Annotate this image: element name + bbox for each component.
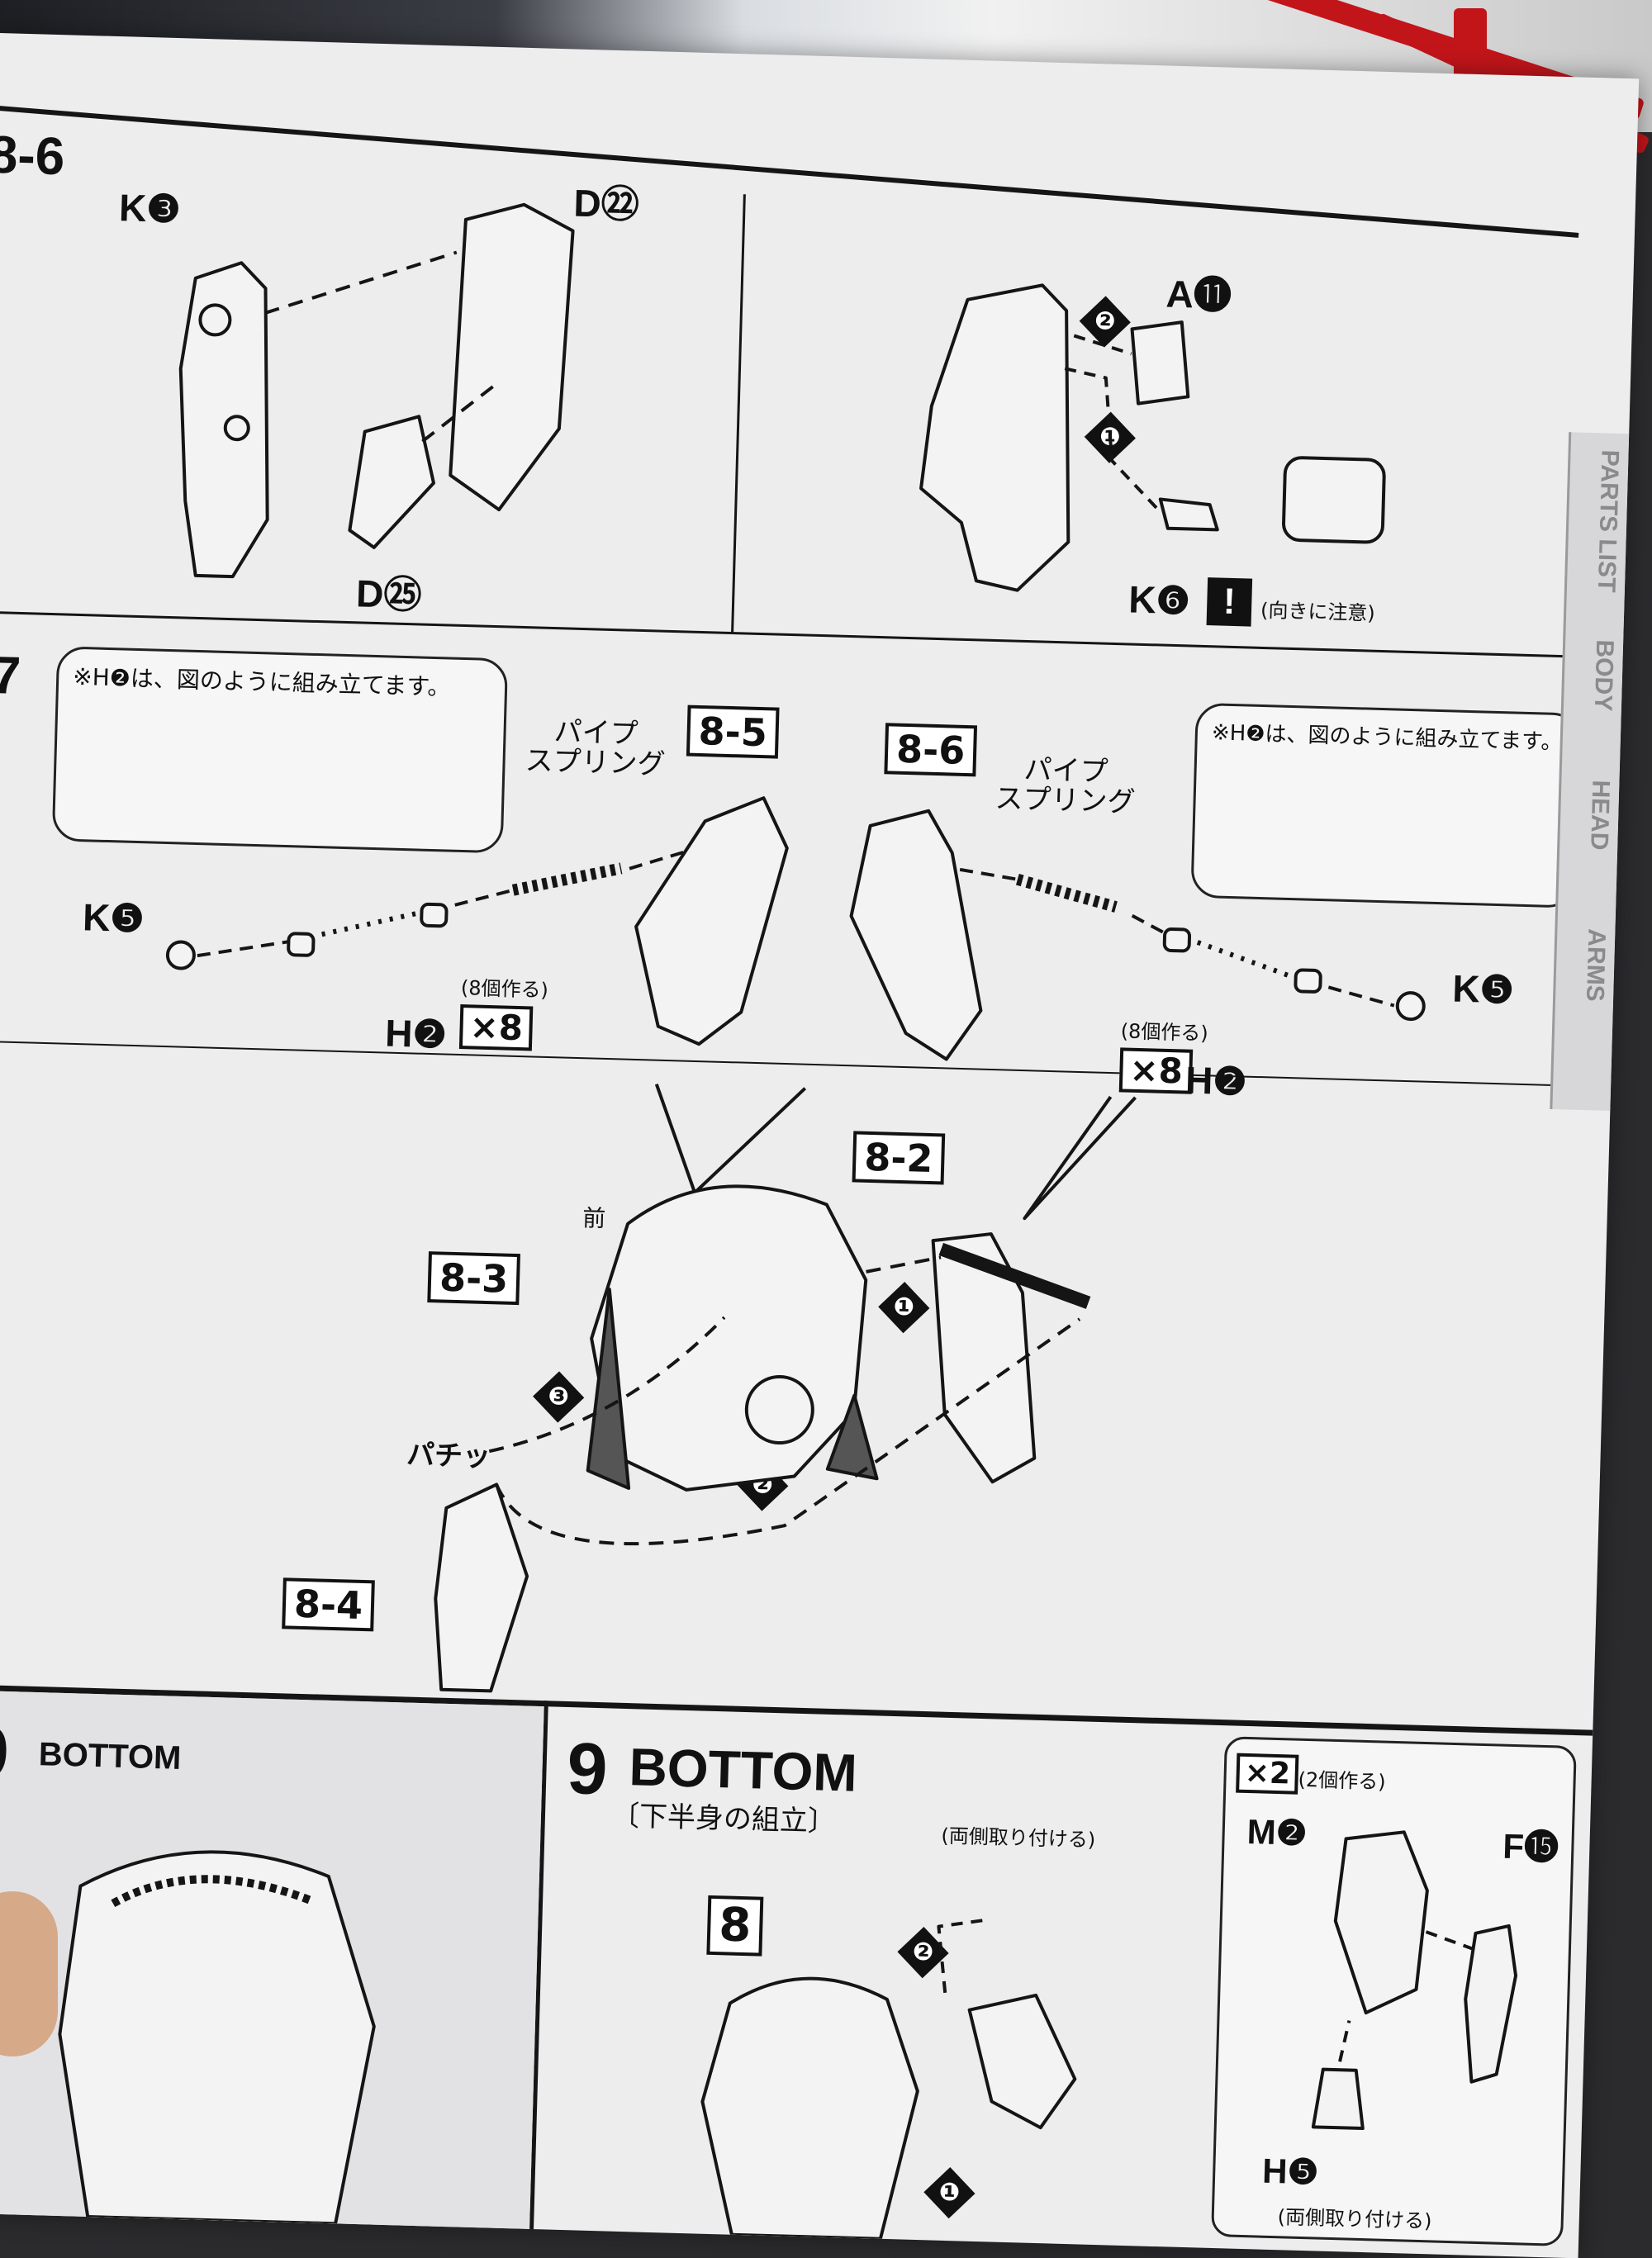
part-m2-drawing <box>1333 1830 1429 2015</box>
waist-body-drawing <box>590 1184 868 1492</box>
assembly-illustrations <box>58 202 1518 2241</box>
part-f15-drawing <box>1464 1924 1518 2084</box>
manual-page: 8-6 K❸ D㉒ D㉕ A⓫ K❻ ! (向きに注意) ❷ ❶ -7 ※H❷は… <box>0 33 1640 2258</box>
finger <box>0 1891 58 2056</box>
lower-body-drawing <box>700 1976 919 2241</box>
part-8-4-drawing <box>434 1482 529 1693</box>
part-k6-drawing <box>1158 497 1219 532</box>
part-d22-drawing <box>449 202 575 512</box>
k6-zoom-callout <box>1282 456 1386 544</box>
part-d25-drawing <box>348 415 435 549</box>
part-k3-drawing <box>178 261 269 579</box>
preview-figure-drawing <box>58 1850 376 2226</box>
part-a11-drawing <box>1130 320 1190 406</box>
part-h5-drawing <box>1311 2067 1365 2131</box>
leg-armor-right-drawing <box>849 809 983 1061</box>
leg-part-drawing <box>967 1993 1077 2130</box>
leg-armor-left-drawing <box>634 796 789 1046</box>
backpack-part-drawing <box>919 283 1070 592</box>
